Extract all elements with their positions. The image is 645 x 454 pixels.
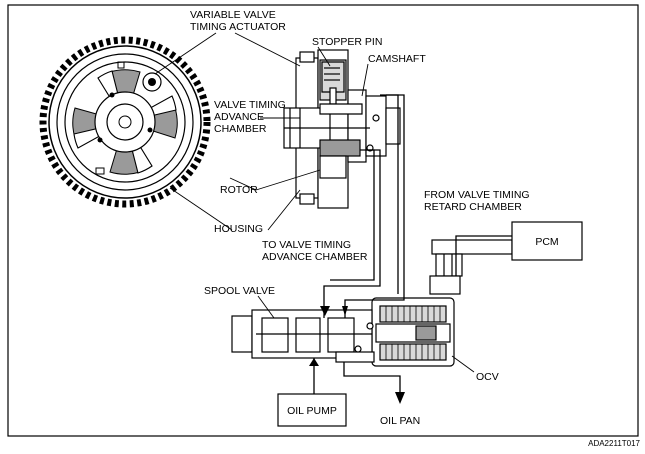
figure-code: ADA2211T017 <box>588 439 640 448</box>
flow-arrows <box>309 306 405 404</box>
label-advance-chamber-line3: CHAMBER <box>214 123 267 135</box>
label-ocv: OCV <box>476 371 499 383</box>
label-advance-chamber-line1: VALVE TIMING <box>214 99 286 111</box>
pcm-box: PCM <box>511 221 583 261</box>
label-vvt-actuator-line1: VARIABLE VALVE <box>190 9 276 21</box>
label-to-advance-line1: TO VALVE TIMING <box>262 239 351 251</box>
ocv-assembly <box>231 239 513 367</box>
label-from-retard-line1: FROM VALVE TIMING <box>424 189 530 201</box>
label-spool-valve: SPOOL VALVE <box>204 285 275 297</box>
diagram-frame <box>7 4 639 437</box>
oil-pump-box-label: OIL PUMP <box>287 405 337 417</box>
label-stopper-pin: STOPPER PIN <box>312 36 382 48</box>
leader-lines <box>154 32 475 373</box>
label-housing: HOUSING <box>214 223 263 235</box>
label-oil-pan: OIL PAN <box>380 415 420 427</box>
label-rotor: ROTOR <box>220 184 258 196</box>
label-from-retard-line2: RETARD CHAMBER <box>424 201 522 213</box>
label-vvt-actuator-line2: TIMING ACTUATOR <box>190 21 286 33</box>
oil-pump-box: OIL PUMP <box>277 393 347 427</box>
label-to-advance-line2: ADVANCE CHAMBER <box>262 251 368 263</box>
pcm-box-label: PCM <box>535 236 558 248</box>
label-advance-chamber-line2: ADVANCE <box>214 111 264 123</box>
sprocket-front-view <box>39 36 211 208</box>
label-camshaft: CAMSHAFT <box>368 53 426 65</box>
actuator-cross-section <box>283 49 401 209</box>
